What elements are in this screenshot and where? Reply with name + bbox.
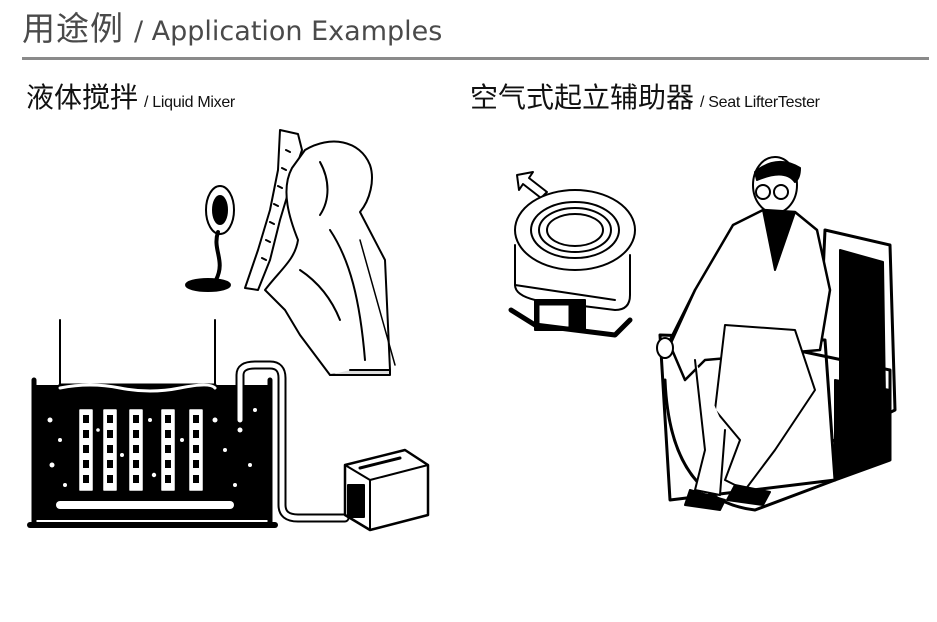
seat-lifter-illustration — [508, 156, 897, 512]
page-title-en: / Application Examples — [134, 16, 443, 47]
up-left-arrow-icon — [516, 171, 548, 199]
mixing-tank — [27, 319, 278, 528]
section-title-seat-lifter: 空气式起立辅助器 / Seat LifterTester — [470, 76, 820, 116]
title-divider — [22, 57, 929, 60]
seated-man — [656, 156, 832, 511]
air-pump — [343, 448, 430, 532]
liquid-mixer-illustration — [27, 129, 430, 532]
section-title-en: / Liquid Mixer — [144, 94, 235, 111]
seat-lifter-cushion — [508, 189, 636, 338]
worker-figure — [244, 129, 396, 376]
section-title-cn: 液体搅拌 — [26, 81, 139, 114]
section-title-cn: 空气式起立辅助器 — [470, 81, 695, 114]
page-title: 用途例 / Application Examples — [22, 2, 443, 48]
page-title-cn: 用途例 — [22, 9, 124, 48]
lamp — [185, 185, 235, 292]
section-title-liquid-mixer: 液体搅拌 / Liquid Mixer — [26, 76, 235, 116]
section-title-en: / Seat LifterTester — [700, 94, 820, 111]
